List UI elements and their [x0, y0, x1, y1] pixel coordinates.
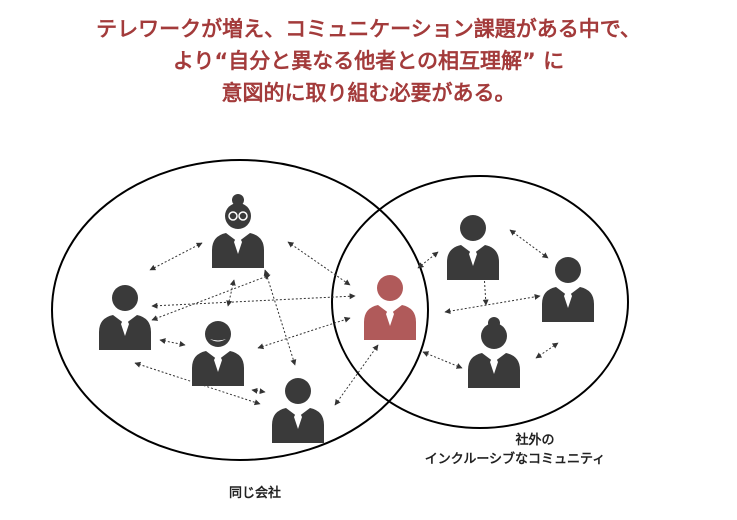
hair-bun-icon-2: [488, 317, 500, 329]
headline-line-2: より“自分と異なる他者との相互理解” に: [172, 49, 565, 73]
community-label-line-2: インクルーシブなコミュニティ: [424, 452, 606, 467]
person-man-right-icon: [542, 257, 594, 322]
hair-bun-icon: [232, 194, 244, 206]
person-man-icon: [272, 378, 324, 443]
person-glasses-woman-icon: [212, 203, 264, 268]
company-circle: [51, 159, 429, 461]
headline-line-3: 意図的に取り組む必要がある。: [221, 81, 516, 105]
glasses-icon: [228, 211, 248, 221]
headline-line-1: テレワークが増え、コミュニケーション課題がある中で、: [96, 17, 641, 41]
community-label-line-1: 社外の: [515, 433, 555, 448]
person-woman-icon: [99, 285, 151, 350]
center-person-highlight-icon: [364, 275, 416, 340]
mustache-icon: [210, 339, 226, 342]
person-long-hair-woman-icon: [447, 215, 499, 280]
connection-arrows: [134, 229, 559, 406]
person-bun-woman-icon: [468, 323, 520, 388]
person-mustache-man-icon: [192, 321, 244, 386]
company-label: 同じ会社: [228, 486, 281, 501]
